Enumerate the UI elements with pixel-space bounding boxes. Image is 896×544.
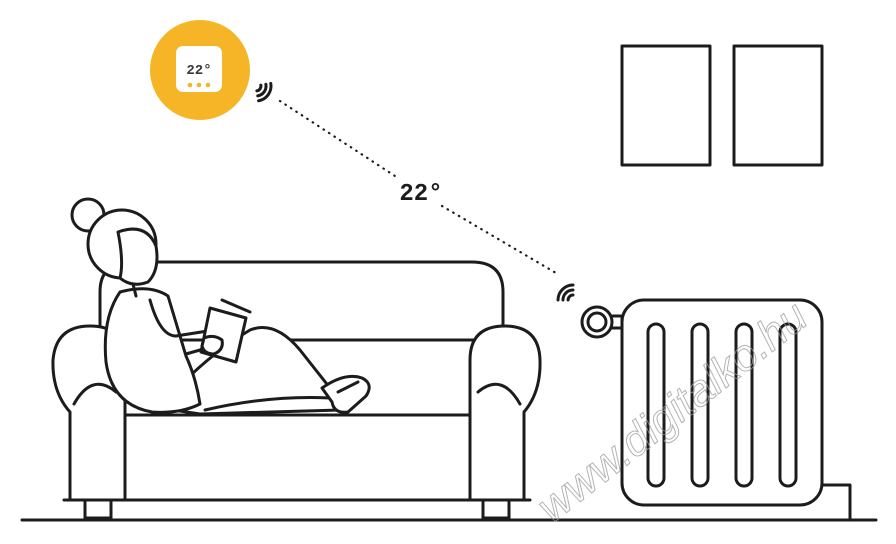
radiator-valve-inner	[586, 311, 608, 333]
sofa-arm-right	[468, 324, 542, 502]
sofa-seat	[122, 413, 473, 502]
picture-frame-left	[620, 44, 712, 167]
thermostat-device	[176, 46, 222, 92]
radiator-fin	[734, 322, 754, 488]
radiator-fin	[646, 322, 666, 488]
radiator-fin	[690, 322, 710, 488]
thermostat-badge: 22°	[150, 20, 250, 120]
sofa-arm-left-scroll	[72, 382, 118, 406]
thermostat-indicator-dot	[196, 82, 202, 88]
thermostat-display: 22°	[186, 63, 211, 79]
book-cover	[220, 298, 252, 314]
thermostat-indicator-dot	[187, 82, 193, 88]
picture-frame-right	[732, 44, 824, 167]
radiator	[580, 298, 852, 522]
wifi-signal-icon	[255, 81, 273, 103]
sofa-leg-left	[83, 498, 113, 520]
person-hand	[200, 334, 224, 356]
wifi-signal-icon	[556, 283, 575, 302]
radiator-fin	[778, 322, 798, 488]
radiator-pipe	[820, 483, 852, 522]
sofa-leg-right	[481, 498, 511, 520]
person-face	[116, 227, 159, 286]
person-lower-leg	[203, 396, 332, 412]
person-arm	[148, 298, 216, 338]
signal-path: 22°	[278, 99, 558, 275]
person-torso	[103, 287, 202, 414]
person-foot-detail	[336, 380, 360, 394]
sofa-back	[98, 260, 505, 342]
wall-pictures	[620, 44, 824, 167]
person-foot	[320, 374, 371, 414]
signal-line-upper	[278, 99, 400, 180]
radiator-valve-icon	[580, 305, 614, 339]
person-reading	[70, 197, 371, 416]
sofa-arm-right-scroll	[476, 382, 522, 406]
signal-temperature-label: 22°	[399, 181, 442, 208]
signal-line-lower	[440, 204, 558, 275]
thermostat-indicator-dot	[205, 82, 211, 88]
radiator-body	[620, 298, 824, 507]
